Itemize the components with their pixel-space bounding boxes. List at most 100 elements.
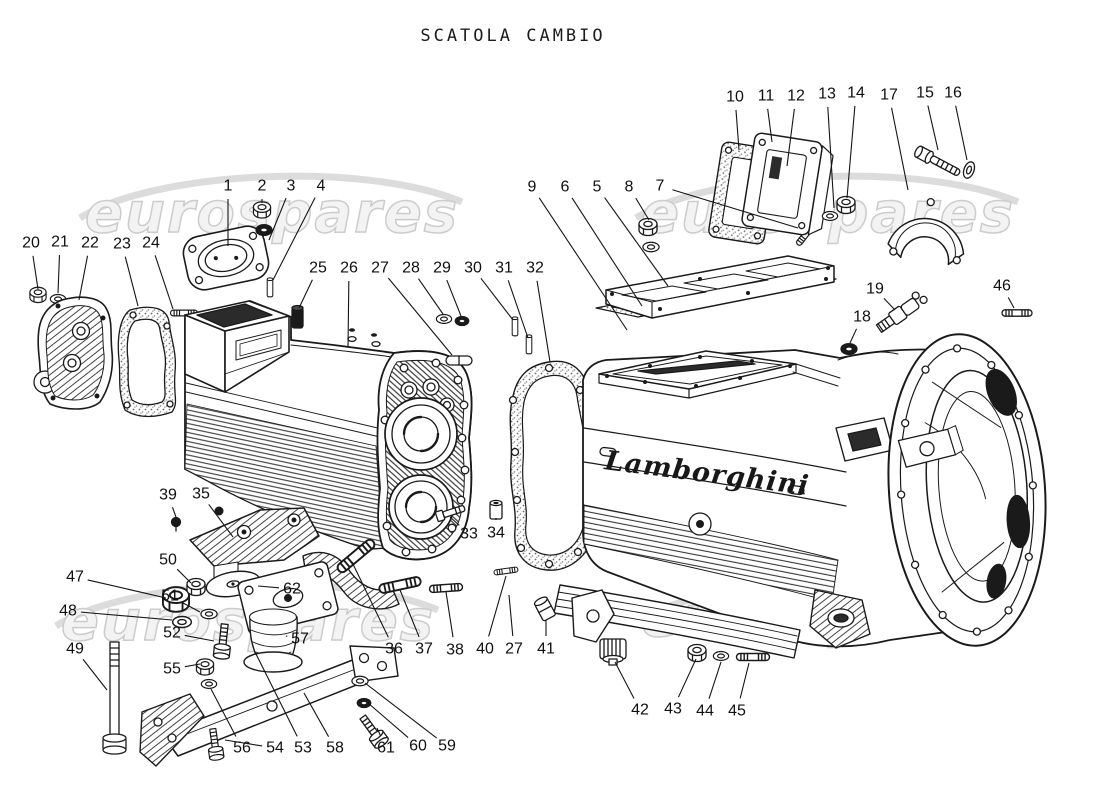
part-number-52: 52 bbox=[163, 625, 181, 642]
washer-part59 bbox=[351, 675, 369, 687]
leader-line-39 bbox=[171, 507, 177, 518]
part-number-51: 51 bbox=[161, 588, 179, 605]
part-number-19: 19 bbox=[866, 281, 884, 298]
leader-line-60 bbox=[367, 702, 409, 738]
part-number-46: 46 bbox=[993, 278, 1011, 295]
leader-line-27 bbox=[508, 594, 514, 637]
part-number-27: 27 bbox=[371, 260, 389, 277]
end-cap-part17 bbox=[887, 197, 965, 266]
part-number-41: 41 bbox=[537, 641, 555, 658]
leader-line-50 bbox=[176, 568, 192, 584]
leader-line-10 bbox=[735, 109, 740, 151]
bolt-part15 bbox=[914, 145, 961, 176]
pin-part40 bbox=[493, 566, 519, 576]
leader-line-59 bbox=[364, 682, 438, 739]
nut-part55 bbox=[195, 658, 215, 676]
rear-housing: Lamborghini bbox=[553, 348, 961, 659]
part-number-32: 32 bbox=[526, 260, 544, 277]
nut-part43 bbox=[687, 643, 707, 663]
part-number-5: 5 bbox=[593, 179, 602, 196]
leader-line-38 bbox=[445, 591, 454, 638]
leader-line-4 bbox=[272, 197, 316, 281]
part-number-44: 44 bbox=[696, 703, 714, 720]
leader-line-43 bbox=[677, 658, 697, 698]
stud-part45 bbox=[735, 652, 771, 662]
rivet-part39 bbox=[170, 516, 182, 532]
front-housing-part26 bbox=[184, 300, 473, 561]
part-number-53: 53 bbox=[294, 740, 312, 757]
leader-line-46 bbox=[1007, 297, 1015, 309]
part-number-35: 35 bbox=[192, 486, 210, 503]
part-number-6: 6 bbox=[561, 179, 570, 196]
leader-line-8 bbox=[635, 197, 650, 221]
washer-part18 bbox=[840, 342, 858, 356]
part-number-40: 40 bbox=[476, 641, 494, 658]
part-number-3: 3 bbox=[287, 178, 296, 195]
leader-line-24 bbox=[154, 255, 174, 310]
nut-part20 bbox=[29, 286, 47, 304]
part-number-45: 45 bbox=[728, 703, 746, 720]
leader-line-37 bbox=[399, 589, 420, 638]
watermark-text: eurospares bbox=[85, 181, 459, 246]
part-number-28: 28 bbox=[402, 260, 420, 277]
leader-line-13 bbox=[827, 106, 835, 209]
leader-line-49 bbox=[82, 658, 108, 691]
bolt-part33 bbox=[434, 504, 466, 523]
washer-part8b bbox=[642, 241, 660, 253]
leader-line-62 bbox=[257, 585, 280, 589]
gasket-part32 bbox=[508, 360, 600, 571]
part-number-60: 60 bbox=[409, 738, 427, 755]
leader-line-12 bbox=[786, 108, 795, 167]
washer-part56 bbox=[200, 678, 218, 690]
part-number-24: 24 bbox=[142, 235, 160, 252]
part-number-29: 29 bbox=[433, 260, 451, 277]
part-number-7: 7 bbox=[656, 178, 665, 195]
washer-part28 bbox=[435, 313, 453, 325]
support-arm-part58 bbox=[139, 645, 399, 767]
leader-line-18 bbox=[849, 328, 858, 344]
part-number-47: 47 bbox=[66, 569, 84, 586]
leader-line-7 bbox=[672, 189, 799, 229]
part-number-59: 59 bbox=[438, 738, 456, 755]
plug-part42 bbox=[599, 638, 627, 666]
part-number-2: 2 bbox=[258, 178, 267, 195]
leader-line-11 bbox=[767, 108, 773, 143]
side-cover-part22 bbox=[33, 296, 114, 410]
part-number-56: 56 bbox=[233, 740, 251, 757]
stud-part38 bbox=[428, 582, 464, 594]
leader-line-51 bbox=[181, 601, 201, 613]
leader-line-28 bbox=[417, 278, 444, 315]
leader-line-52 bbox=[184, 634, 215, 642]
part-number-33: 33 bbox=[460, 526, 478, 543]
part-number-14: 14 bbox=[847, 85, 865, 102]
rubber-mount-part57 bbox=[243, 608, 303, 673]
leader-line-40 bbox=[488, 575, 507, 637]
leader-line-20 bbox=[32, 255, 39, 290]
leader-line-25 bbox=[298, 279, 313, 309]
part-number-8: 8 bbox=[625, 179, 634, 196]
leader-line-26 bbox=[347, 280, 350, 348]
part-number-12: 12 bbox=[787, 88, 805, 105]
part-number-62: 62 bbox=[283, 581, 301, 598]
part-number-49: 49 bbox=[66, 641, 84, 658]
leader-line-61 bbox=[376, 727, 382, 737]
leader-line-44 bbox=[708, 661, 722, 699]
part-number-43: 43 bbox=[664, 701, 682, 718]
part-number-26: 26 bbox=[340, 260, 358, 277]
bushing-part25 bbox=[291, 304, 304, 329]
round-cover-part1 bbox=[182, 225, 270, 291]
sleeve-part34 bbox=[489, 499, 503, 520]
leader-line-14 bbox=[846, 105, 856, 199]
part-number-17: 17 bbox=[880, 87, 898, 104]
part-number-39: 39 bbox=[159, 487, 177, 504]
leader-line-56 bbox=[210, 688, 237, 737]
part-number-16: 16 bbox=[944, 85, 962, 102]
leader-line-42 bbox=[614, 661, 635, 699]
leader-line-3 bbox=[268, 197, 287, 241]
pin-part31 bbox=[525, 334, 533, 355]
part-number-21: 21 bbox=[51, 234, 69, 251]
part-number-30: 30 bbox=[464, 260, 482, 277]
